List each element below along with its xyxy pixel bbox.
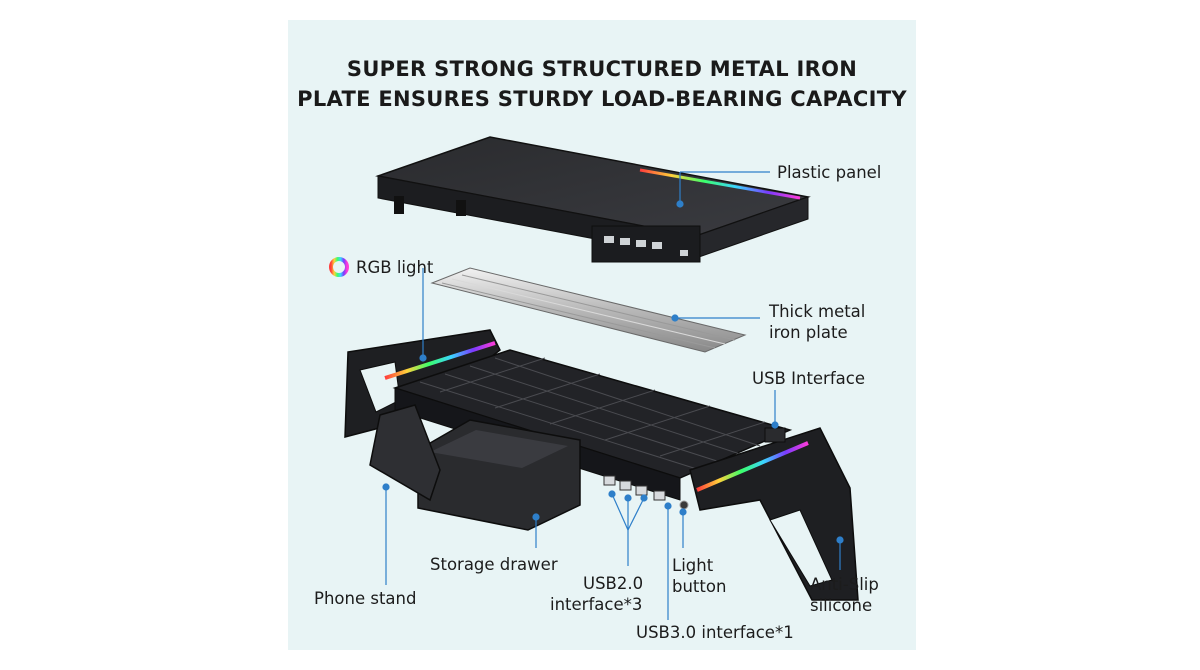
plastic-panel-label: Plastic panel bbox=[777, 163, 882, 182]
usb-interface-label: USB Interface bbox=[752, 369, 865, 388]
storage-drawer-label: Storage drawer bbox=[430, 555, 558, 574]
usb2-label-line2: interface*3 bbox=[550, 595, 643, 614]
usb3-label: USB3.0 interface*1 bbox=[636, 623, 794, 642]
callout-lines bbox=[382, 171, 844, 620]
light-button-label-line2: button bbox=[672, 577, 727, 596]
anti-slip-label-line1: Anti-Slip bbox=[810, 575, 879, 594]
metal-plate-label-line1: Thick metal bbox=[769, 302, 866, 321]
monitor-stand-base bbox=[344, 329, 859, 601]
plastic-panel bbox=[375, 136, 811, 263]
metal-plate-label-line2: iron plate bbox=[769, 323, 848, 342]
usb2-label-line1: USB2.0 bbox=[583, 574, 644, 593]
metal-iron-plate bbox=[430, 267, 747, 353]
anti-slip-label-line2: silicone bbox=[810, 596, 873, 615]
phone-stand-label: Phone stand bbox=[314, 589, 417, 608]
headline-line-2: PLATE ENSURES STURDY LOAD-BEARING CAPACI… bbox=[297, 87, 907, 111]
rgb-ring-icon bbox=[329, 257, 349, 277]
headline-line-1: SUPER STRONG STRUCTURED METAL IRON bbox=[346, 57, 858, 81]
rgb-light-label: RGB light bbox=[356, 258, 434, 277]
light-button-label-line1: Light bbox=[672, 556, 714, 575]
